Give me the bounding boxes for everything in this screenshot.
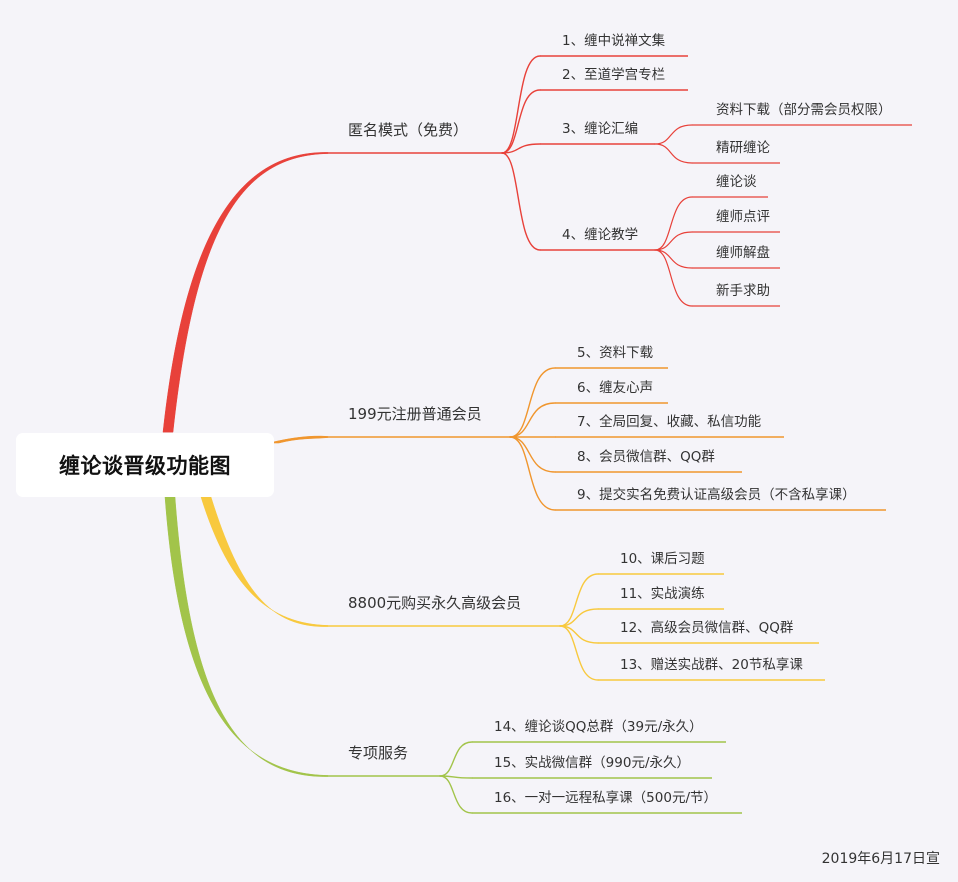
connector-2-2 bbox=[509, 402, 556, 438]
item-label-1-2[interactable]: 2、至道学宫专栏 bbox=[562, 67, 666, 83]
item-label-2-3[interactable]: 7、全局回复、收藏、私信功能 bbox=[577, 414, 762, 430]
trunk-4 bbox=[164, 496, 329, 777]
item-label-3-1[interactable]: 10、课后习题 bbox=[620, 551, 705, 567]
item-label-4-3[interactable]: 16、一对一远程私享课（500元/节） bbox=[494, 790, 717, 806]
connector-2-1 bbox=[509, 367, 556, 438]
connector-4-3 bbox=[439, 775, 473, 814]
trunk-1 bbox=[162, 152, 329, 433]
connector-1-1 bbox=[501, 55, 541, 154]
sub-label-1-4-2[interactable]: 缠师点评 bbox=[716, 209, 770, 225]
sub-label-1-3-2[interactable]: 精研缠论 bbox=[716, 140, 770, 156]
footer-date: 2019年6月17日宣 bbox=[821, 851, 940, 867]
item-label-2-4[interactable]: 8、会员微信群、QQ群 bbox=[577, 449, 715, 465]
connector-3-1 bbox=[559, 573, 599, 627]
root-topic-label: 缠论谈晋级功能图 bbox=[59, 454, 231, 478]
branch-label-4[interactable]: 专项服务 bbox=[348, 744, 409, 762]
item-label-1-1[interactable]: 1、缠中说禅文集 bbox=[562, 33, 666, 49]
item-label-4-1[interactable]: 14、缠论谈QQ总群（39元/永久） bbox=[494, 719, 703, 735]
sub-label-1-3-1[interactable]: 资料下载（部分需会员权限） bbox=[716, 102, 892, 118]
connector-2-5 bbox=[509, 436, 556, 511]
item-label-4-2[interactable]: 15、实战微信群（990元/永久） bbox=[494, 755, 690, 771]
branch-label-3[interactable]: 8800元购买永久高级会员 bbox=[348, 594, 522, 612]
connector-3-2 bbox=[559, 608, 599, 627]
sub-label-1-4-3[interactable]: 缠师解盘 bbox=[716, 245, 770, 261]
item-label-1-4[interactable]: 4、缠论教学 bbox=[562, 227, 639, 243]
item-label-3-2[interactable]: 11、实战演练 bbox=[620, 586, 705, 602]
item-label-2-5[interactable]: 9、提交实名免费认证高级会员（不含私享课） bbox=[577, 487, 856, 503]
item-label-2-2[interactable]: 6、缠友心声 bbox=[577, 380, 654, 396]
sub-connector-1-4-1 bbox=[654, 196, 693, 251]
root-topic[interactable]: 缠论谈晋级功能图 bbox=[16, 433, 274, 497]
sub-connector-1-3-1 bbox=[654, 124, 693, 145]
item-label-2-1[interactable]: 5、资料下载 bbox=[577, 345, 654, 361]
sub-label-1-4-4[interactable]: 新手求助 bbox=[716, 283, 770, 299]
sub-label-1-4-1[interactable]: 缠论谈 bbox=[716, 174, 757, 190]
sub-connector-1-3-2 bbox=[654, 143, 693, 164]
branch-label-2[interactable]: 199元注册普通会员 bbox=[348, 405, 482, 423]
connector-1-3 bbox=[501, 143, 541, 154]
connector-1-2 bbox=[501, 89, 541, 154]
item-label-3-4[interactable]: 13、赠送实战群、20节私享课 bbox=[620, 657, 803, 673]
connector-4-1 bbox=[439, 741, 473, 777]
trunk-3 bbox=[200, 496, 329, 627]
item-label-1-3[interactable]: 3、缠论汇编 bbox=[562, 121, 639, 137]
sub-connector-1-4-4 bbox=[654, 249, 693, 307]
branch-label-1[interactable]: 匿名模式（免费） bbox=[348, 121, 469, 139]
trunk-2 bbox=[268, 435, 329, 444]
connector-2-4 bbox=[509, 436, 556, 473]
sub-connector-1-4-2 bbox=[654, 231, 693, 251]
connector-1-4 bbox=[501, 152, 541, 251]
connector-3-4 bbox=[559, 625, 599, 681]
item-label-3-3[interactable]: 12、高级会员微信群、QQ群 bbox=[620, 620, 794, 636]
